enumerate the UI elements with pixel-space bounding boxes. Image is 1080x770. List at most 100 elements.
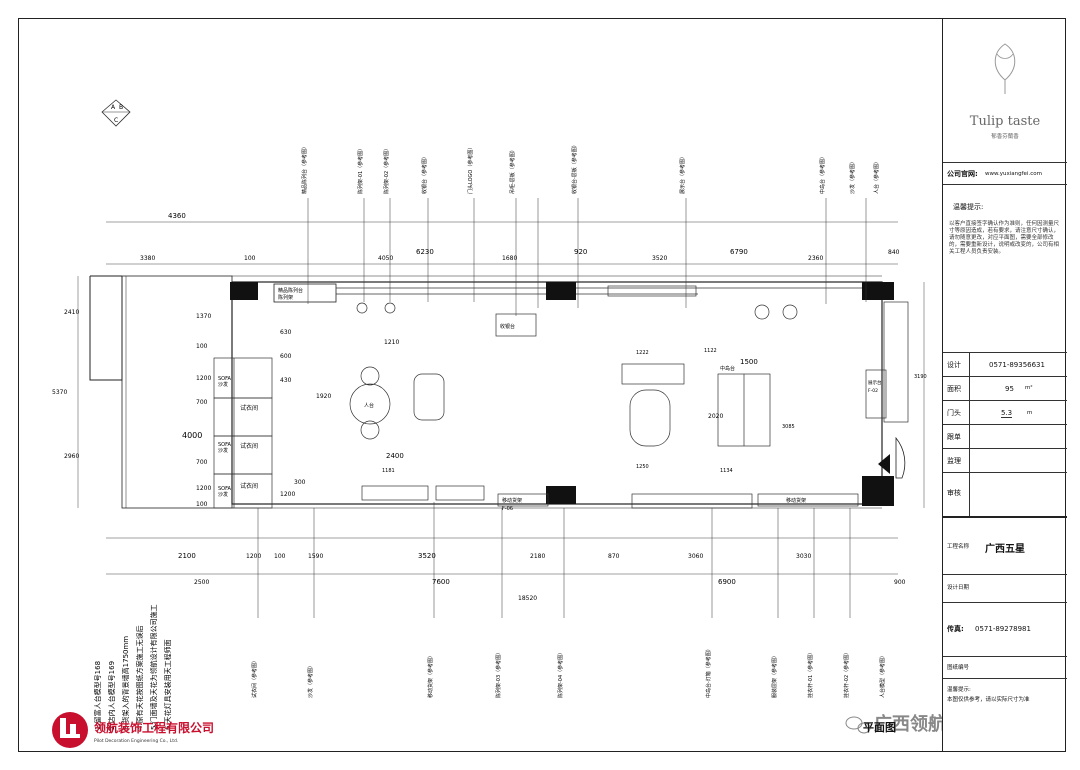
callout-top-1: 陈列架-01（参考图） xyxy=(357,146,364,194)
dim-bottom-11: 6900 xyxy=(718,578,736,586)
fax-label: 传真: xyxy=(947,625,964,633)
callout-top-0: 精品陈列台（参考图） xyxy=(301,144,308,194)
dim-left-1: 5370 xyxy=(52,389,67,396)
callout-leaders-top xyxy=(307,198,867,316)
dim-bottom-0: 2100 xyxy=(178,552,196,560)
wechat-watermark: 广西领航装饰 xyxy=(874,713,942,735)
callout-bottom-1: 沙发（参考图） xyxy=(307,663,314,698)
compass-a: A xyxy=(111,104,116,111)
website-value: www.yuxiangfei.com xyxy=(985,171,1042,177)
callout-top-2: 陈列架-02（参考图） xyxy=(383,146,390,194)
callout-top-7: 展示台（参考图） xyxy=(679,154,686,194)
date-row: 设计日期 xyxy=(943,574,1067,602)
callout-bottom-8: 挂衣杆-02（参考图） xyxy=(843,650,850,698)
callout-bottom-4: 陈列架-04（参考图） xyxy=(557,650,564,698)
note-line-1: 2.店内人台模型号169 xyxy=(107,661,116,730)
dim-top-10: 840 xyxy=(888,249,900,256)
dim-top-5: 1680 xyxy=(502,255,517,262)
callout-bottom-0: 试衣间（参考图） xyxy=(251,658,258,698)
callouts-top: 精品陈列台（参考图） 陈列架-01（参考图） 陈列架-02（参考图） 收银台（参… xyxy=(301,142,880,194)
tulip-logo-icon xyxy=(994,43,1016,94)
dim-inner-1: 100 xyxy=(196,343,208,350)
design-row: 设计 0571-89356631 xyxy=(943,352,1067,377)
title-block: Tulip taste 郁香芬蘭香 公司官网: www.yuxiangfei.c… xyxy=(863,18,1067,752)
bottom-racks xyxy=(361,363,859,509)
callout-top-3: 收银台（参考图） xyxy=(421,154,428,194)
callout-top-6: 收银台-层板（参考图） xyxy=(571,142,578,194)
notice-row: 温馨提示: 以客户直接签字确认作为准则，任何因测量尺寸等原因造成，若有要求，请注… xyxy=(943,184,1067,352)
display-counter xyxy=(273,283,337,303)
dim-inner-15: 1122 xyxy=(704,348,717,354)
order-row: 跟单 xyxy=(943,424,1067,449)
dim-inner-5: 700 xyxy=(196,459,208,466)
dim-inner-12: 2020 xyxy=(708,413,723,420)
display-label: 精品陈列台 xyxy=(278,287,303,294)
door-row: 门头 5.3 m xyxy=(943,400,1067,425)
dim-top-0: 4360 xyxy=(168,212,186,220)
dim-bottom-7: 870 xyxy=(608,553,620,560)
fitting-label-3: 试衣间 xyxy=(240,482,258,490)
display-desk xyxy=(865,369,887,419)
note-line-2: 3.货架入的背景墙高1750mm xyxy=(121,636,130,730)
callout-bottom-5: 中岛台-灯箱（参考图） xyxy=(705,646,712,698)
brand-name: Tulip taste xyxy=(969,114,1041,129)
dim-inner-17: 1134 xyxy=(720,468,733,474)
project-row: 工程名称 广西五星 xyxy=(943,516,1067,574)
dim-inner-22: 630 xyxy=(280,329,292,336)
notes-block: 1.留富人台模型号168 2.店内人台模型号169 3.货架入的背景墙高1750… xyxy=(93,604,172,730)
entrance-arrow-icon xyxy=(878,454,890,474)
top-shelving xyxy=(336,285,862,320)
area-unit: m² xyxy=(1025,385,1033,391)
callout-leaders-bottom xyxy=(257,502,851,618)
callout-bottom-7: 挂衣杆-01（参考图） xyxy=(807,650,814,698)
door-label: 门头 xyxy=(947,409,961,417)
dim-top-4: 6230 xyxy=(416,248,434,256)
callout-top-10: 人台（参考图） xyxy=(873,159,880,194)
note-line-0: 1.留富人台模型号168 xyxy=(93,661,102,730)
fitting-label-2: 试衣间 xyxy=(240,442,258,450)
note-line-4: 5.门面墙及天花为领航设计有限公司施工 xyxy=(149,604,158,730)
sofa-sub-1: 沙发 xyxy=(218,381,228,388)
dim-bottom-4: 1590 xyxy=(308,553,323,560)
note-line-3: 4.原有天花按图纸方案施工无误后 xyxy=(135,625,144,730)
callouts-bottom: 试衣间（参考图） 沙发（参考图） 移动货架（参考图） 陈列架-03（参考图） 陈… xyxy=(251,646,886,698)
design-label: 设计 xyxy=(947,361,961,369)
dim-inner-10: 2400 xyxy=(386,452,404,460)
dim-bottom-8: 3060 xyxy=(688,553,703,560)
moving-rack-label-1: 移动货架 xyxy=(502,497,522,504)
dim-left-2: 2960 xyxy=(64,453,79,460)
floor-plan: A B C 仓库 SOFA 沙发 SOFA 沙发 SOFA 沙发 试衣间 试衣间… xyxy=(18,18,942,748)
sheet-title: 平面图 xyxy=(863,721,896,734)
callout-top-9: 沙发（参考图） xyxy=(849,159,856,194)
dim-inner-0: 1370 xyxy=(196,313,211,320)
dim-inner-21: 300 xyxy=(294,479,306,486)
dim-bottom-1: 2500 xyxy=(194,579,209,586)
fitting-rooms xyxy=(213,357,273,509)
dim-bottom-13: 18520 xyxy=(518,595,537,602)
compass-b: B xyxy=(119,104,123,111)
brand-area: Tulip taste 郁香芬蘭香 xyxy=(943,18,1067,162)
drawing-no-label: 图纸编号 xyxy=(947,665,970,671)
manager-label: 监理 xyxy=(947,457,961,465)
tips-row: 温馨提示: 本图仅供参考，请以实际尺寸为准 平面图 xyxy=(863,678,1067,752)
date-label: 设计日期 xyxy=(947,585,970,591)
drawing-frame xyxy=(18,18,1066,752)
dim-inner-8: 1210 xyxy=(384,339,399,346)
company-name-en: Pilot Decoration Engineering Co., Ltd. xyxy=(94,738,178,744)
area-value: 95 xyxy=(1005,385,1014,393)
wechat-icon xyxy=(845,716,871,734)
callout-bottom-2: 移动货架（参考图） xyxy=(427,653,434,698)
tips-title: 温馨提示: xyxy=(947,687,971,693)
design-phone: 0571-89356631 xyxy=(989,361,1045,369)
rack-code-1: F-06 xyxy=(502,506,513,512)
dim-bottom-6: 2180 xyxy=(530,553,545,560)
warehouse-label: 仓库 xyxy=(18,18,24,19)
right-wall-rack xyxy=(883,301,909,423)
desk-code: F-02 xyxy=(868,388,878,394)
dim-bottom-2: 1200 xyxy=(246,553,261,560)
callout-bottom-6: 服装层架（参考图） xyxy=(771,653,778,698)
callout-bottom-3: 陈列架-03（参考图） xyxy=(495,650,502,698)
door-unit: m xyxy=(1027,410,1033,416)
review-label: 审核 xyxy=(947,489,961,497)
order-label: 跟单 xyxy=(947,433,961,441)
